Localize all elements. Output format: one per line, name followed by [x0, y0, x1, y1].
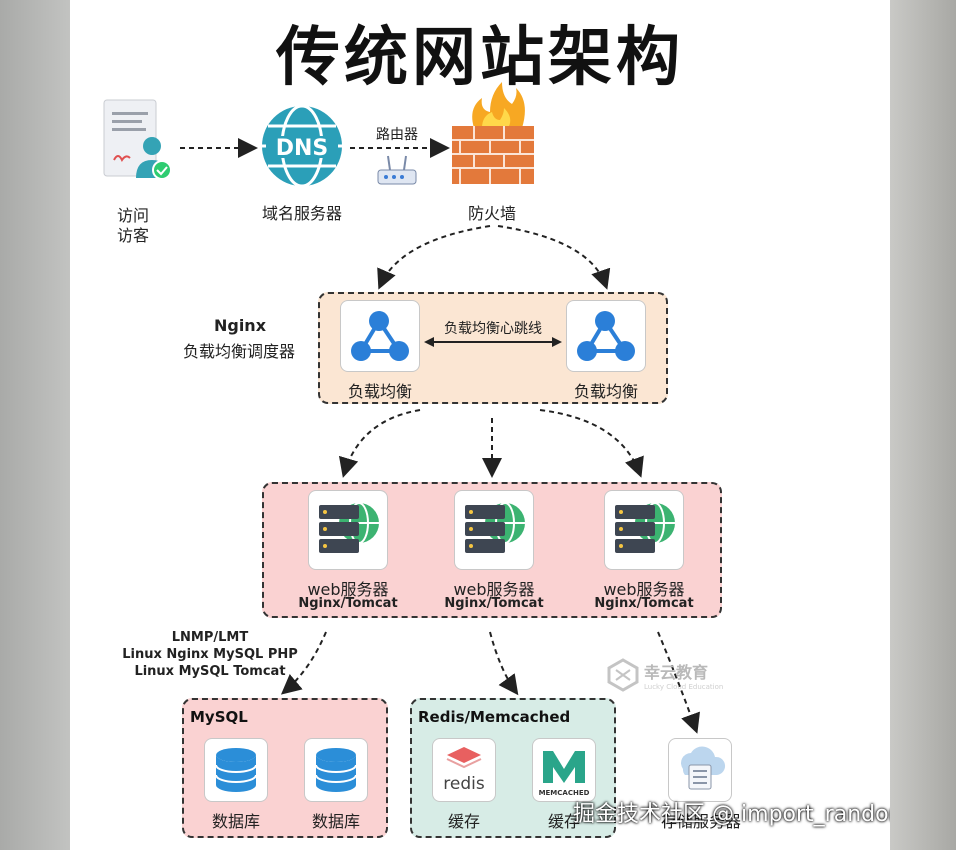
heartbeat-label: 负载均衡心跳线	[444, 321, 542, 337]
database-icon	[215, 748, 257, 792]
memcached-label: 缓存	[547, 812, 580, 831]
brand-logo-text: 幸云教育	[644, 663, 709, 682]
server-globe-icon	[319, 502, 379, 553]
memcached-icon-text: MEMCACHED	[539, 789, 590, 797]
mysql-group-title: MySQL	[190, 708, 248, 726]
brand-logo-subtext: Lucky Cloud Education	[644, 683, 724, 691]
cloud-server-icon	[681, 746, 726, 790]
web-server-card-3	[604, 490, 684, 570]
redis-icon-text: redis	[443, 774, 485, 794]
redis-icon: redis	[443, 747, 485, 794]
stack-note-line1: LNMP/LMT	[171, 630, 249, 645]
router-icon	[376, 152, 418, 188]
nginx-load-balancer-group: 负载均衡 负载均衡 负载均衡心跳线	[318, 292, 668, 404]
memcached-card: MEMCACHED	[532, 738, 596, 802]
redis-label: 缓存	[447, 812, 480, 831]
database-1-label: 数据库	[211, 812, 260, 831]
web-server-2-name: web服务器	[453, 580, 535, 599]
memcached-icon: MEMCACHED	[539, 751, 590, 797]
dns-label: 域名服务器	[261, 204, 342, 223]
arrow-web-to-cache	[489, 631, 519, 696]
brand-logo: 幸云教育 Lucky Cloud Education	[606, 658, 723, 692]
network-triangle-icon	[351, 311, 409, 361]
cache-group: Redis/Memcached redis MEMCACHED 缓存 缓存	[410, 698, 616, 838]
stack-note-line3: Linux MySQL Tomcat	[134, 664, 286, 679]
database-card-1	[204, 738, 268, 802]
web-server-card-2	[454, 490, 534, 570]
web-server-3-name: web服务器	[603, 580, 685, 599]
firewall-icon	[450, 82, 536, 186]
load-balancer-left-card	[340, 300, 420, 372]
arrow-firewall-to-lb-left	[377, 225, 491, 290]
right-background-strip	[890, 0, 956, 850]
dns-icon-text: DNS	[276, 136, 329, 161]
storage-server-card	[668, 738, 732, 802]
community-watermark: 掘金技术社区 @ import_random	[573, 802, 890, 827]
arrow-firewall-to-lb-right	[497, 225, 611, 290]
load-balancer-right-card	[566, 300, 646, 372]
database-2-label: 数据库	[311, 812, 360, 831]
redis-card: redis	[432, 738, 496, 802]
server-globe-icon	[465, 502, 525, 553]
visitor-document-icon	[100, 98, 170, 182]
heartbeat-double-arrow	[424, 337, 562, 347]
web-server-1-name: web服务器	[307, 580, 389, 599]
connector-lines	[180, 138, 700, 734]
storage-server-label: 存储服务器	[660, 812, 741, 831]
load-balancer-left-label: 负载均衡	[347, 382, 412, 401]
nginx-group-subtitle: 负载均衡调度器	[182, 342, 295, 361]
arrow-lb-to-web-1	[338, 409, 421, 478]
dns-globe-icon: DNS	[260, 104, 344, 188]
firewall-label: 防火墙	[467, 204, 516, 223]
visitor-label-line1: 访问	[116, 206, 149, 225]
arrow-lb-to-web-3	[539, 409, 644, 478]
left-background-strip	[0, 0, 70, 850]
diagram-title: 传统网站架构	[276, 21, 684, 95]
arrow-web-to-storage	[657, 631, 700, 734]
visitor-label-line2: 访客	[116, 226, 149, 245]
mysql-group: MySQL 数据库 数据库	[182, 698, 388, 838]
hexagon-logo-icon	[607, 658, 639, 692]
nginx-group-title: Nginx	[213, 316, 267, 335]
stack-note-line2: Linux Nginx MySQL PHP	[122, 647, 298, 662]
web-server-1-sub: Nginx/Tomcat	[298, 596, 398, 611]
arrow-web-to-mysql	[280, 631, 327, 695]
cache-group-title: Redis/Memcached	[418, 708, 571, 726]
web-server-3-sub: Nginx/Tomcat	[594, 596, 694, 611]
web-server-card-1	[308, 490, 388, 570]
server-globe-icon	[615, 502, 675, 553]
database-icon	[315, 748, 357, 792]
web-server-2-sub: Nginx/Tomcat	[444, 596, 544, 611]
web-server-group: web服务器 Nginx/Tomcat web服务器 Nginx/Tomcat …	[262, 482, 722, 618]
database-card-2	[304, 738, 368, 802]
load-balancer-right-label: 负载均衡	[573, 382, 638, 401]
diagram-canvas: 传统网站架构	[70, 0, 890, 850]
network-triangle-icon	[577, 311, 635, 361]
router-label: 路由器	[376, 127, 418, 143]
